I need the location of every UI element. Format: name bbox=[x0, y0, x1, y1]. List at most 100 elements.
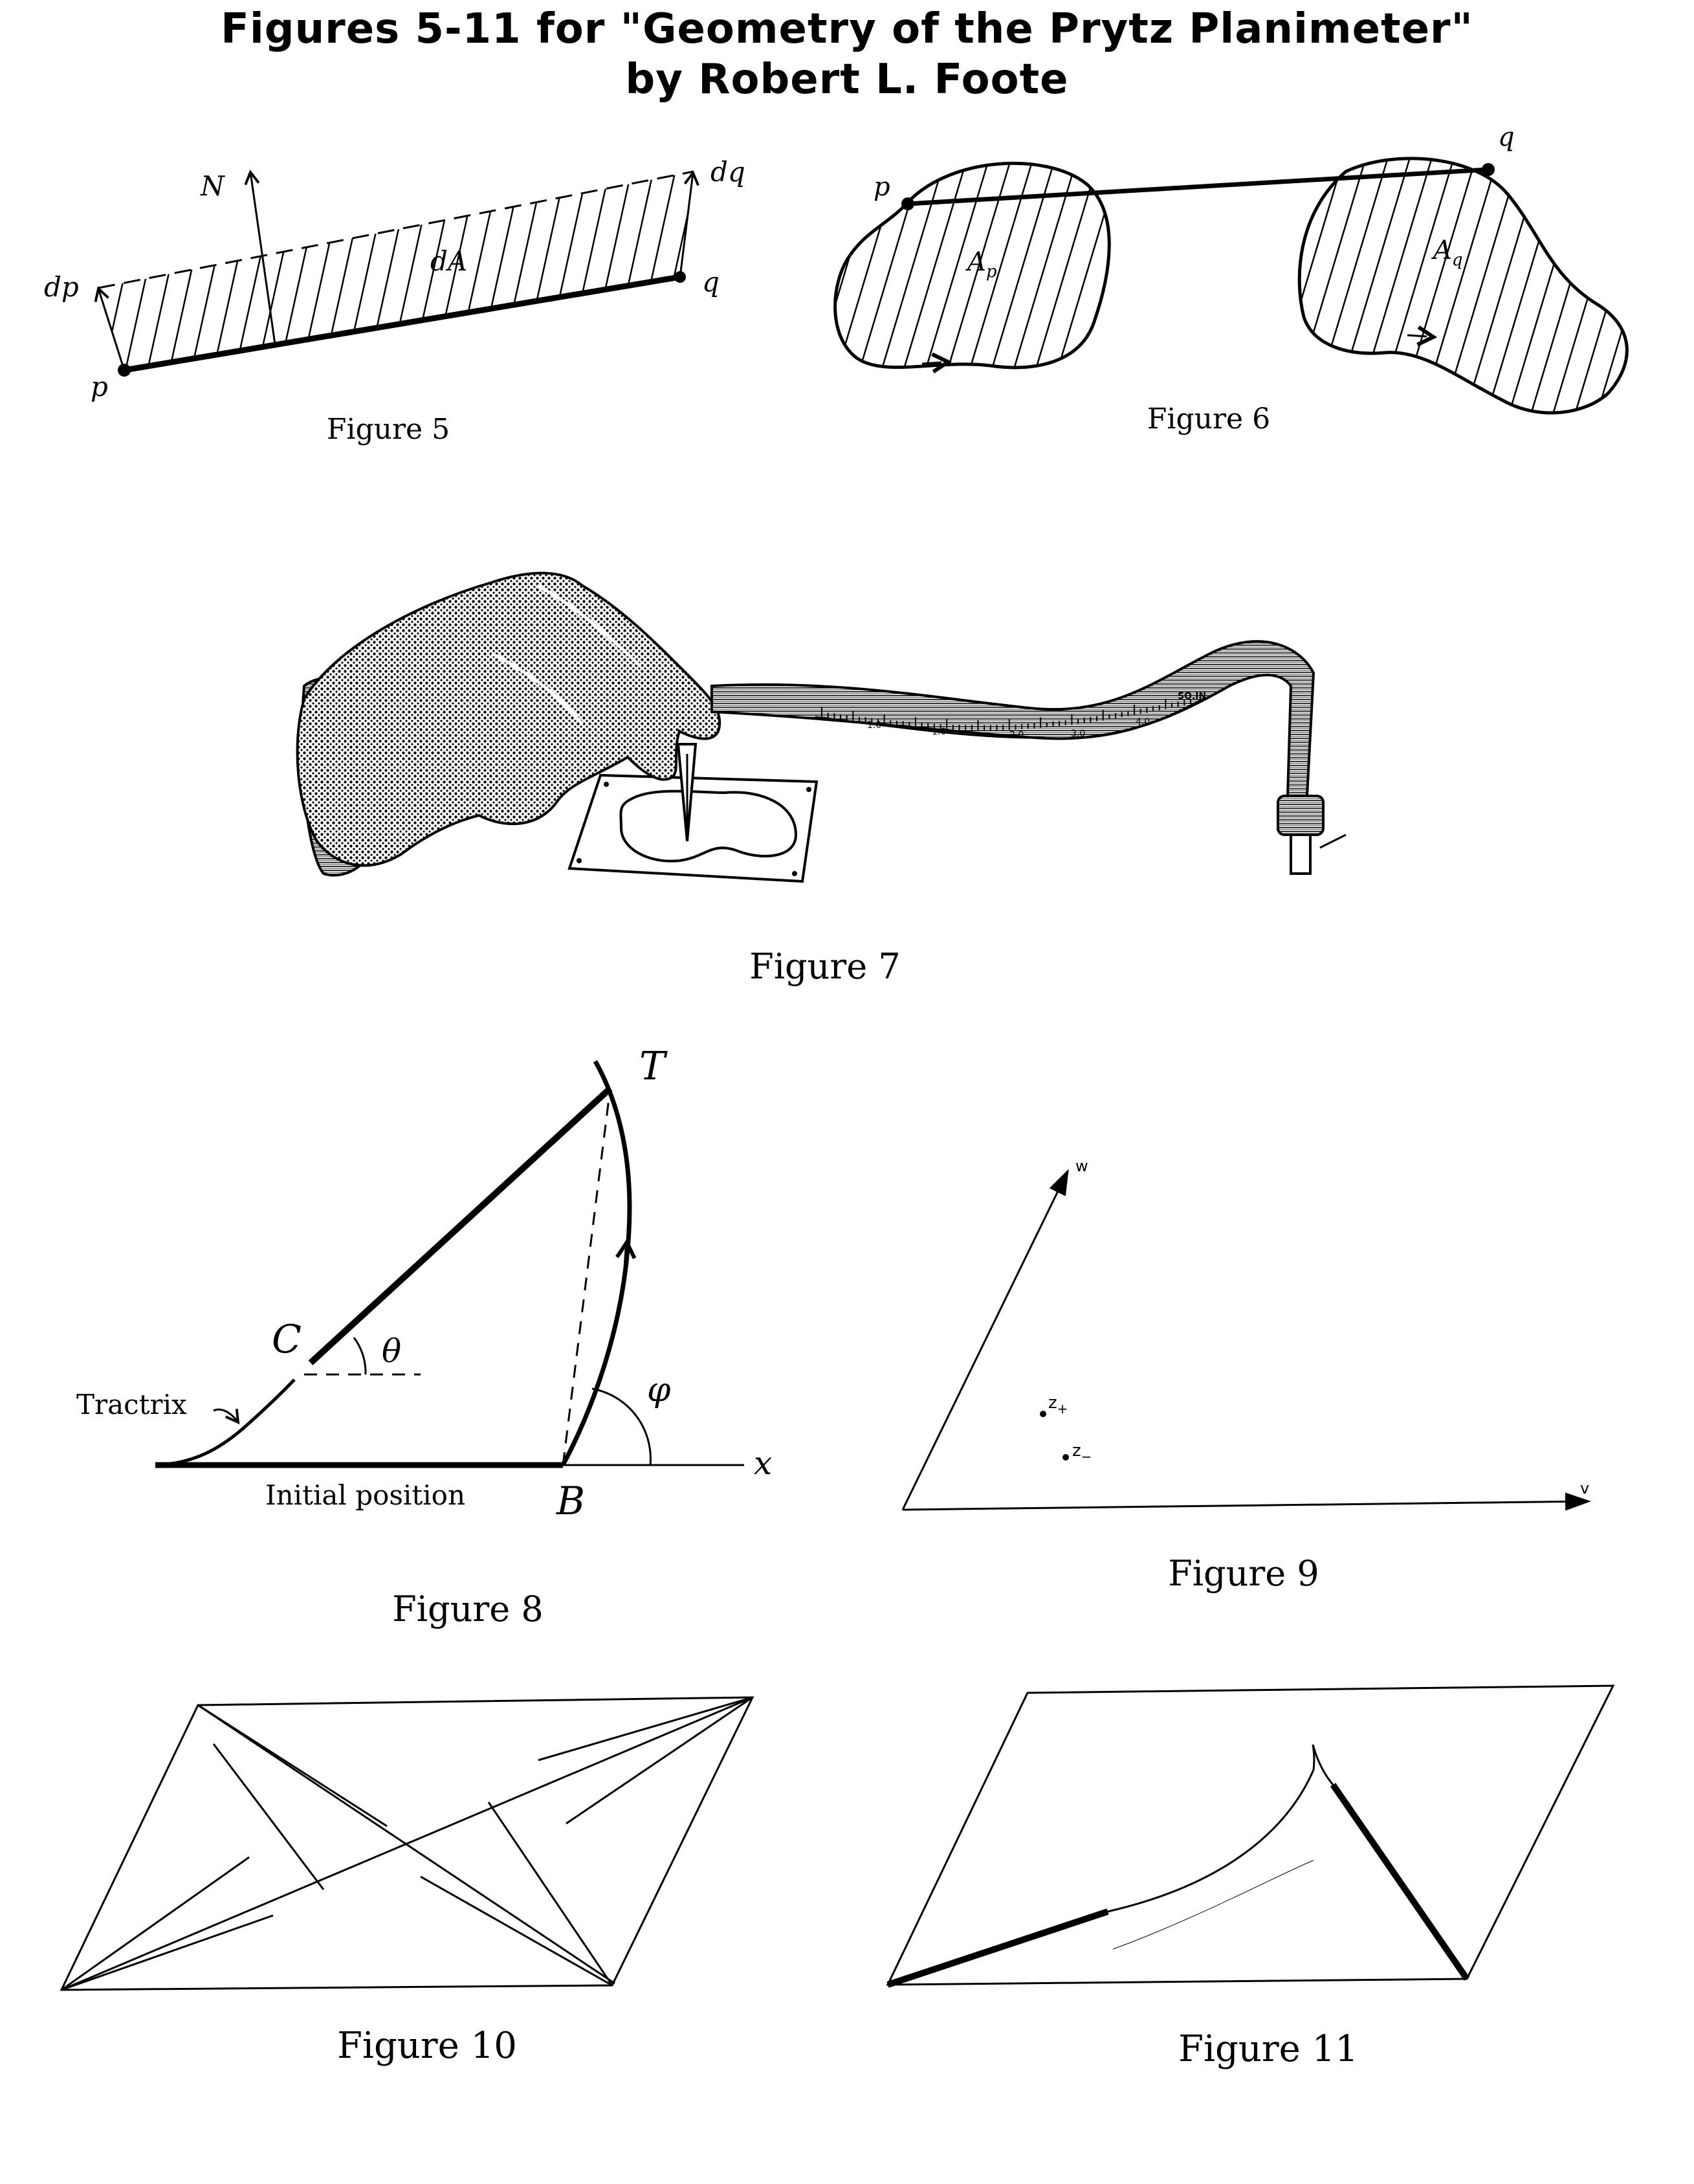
figure-6-hatch-line bbox=[1007, 163, 1083, 368]
figure-6-region-aq-boundary bbox=[1297, 157, 1629, 415]
figure-11-parallelogram bbox=[886, 1684, 1615, 1986]
figure-5-hatch-line bbox=[628, 171, 679, 370]
figure-6-hatch-line bbox=[1592, 158, 1627, 413]
figure-7-pin bbox=[577, 858, 582, 863]
figure-7-pin bbox=[806, 787, 811, 792]
figure-7-scale-mark: 2.0 bbox=[1009, 730, 1024, 740]
figure-6: p q Ap Aq Figure 6 bbox=[744, 122, 1694, 436]
figure-10-line bbox=[197, 1704, 388, 1827]
figure-6-label-q: q bbox=[1498, 122, 1515, 152]
figure-5-hatch-line bbox=[606, 171, 657, 370]
figure-6-hatch-line bbox=[1637, 142, 1694, 427]
figure-6-hatch-line bbox=[744, 142, 818, 388]
figure-7-scale-mark: 4.0 bbox=[1136, 717, 1150, 727]
figure-5-label-dA: dA bbox=[430, 245, 467, 277]
figure-7-blade bbox=[1290, 833, 1312, 875]
figure-5-hatch-line bbox=[364, 171, 415, 370]
page-title-line-2: by Robert L. Foote bbox=[625, 56, 1069, 104]
figure-6-hatch-line bbox=[1526, 158, 1614, 413]
figure-5-label-dq: dq bbox=[710, 156, 745, 188]
figure-6-hatch-line bbox=[919, 163, 995, 368]
figure-8-tractrix bbox=[155, 1378, 296, 1467]
figure-11-curve-cusp bbox=[1312, 1744, 1334, 1785]
figure-5-hatch-line bbox=[650, 171, 694, 370]
figure-6-hatch-line bbox=[1299, 158, 1372, 413]
figure-8-phi-arc bbox=[591, 1387, 652, 1466]
figure-9-w-axis bbox=[901, 1169, 1069, 1510]
figure-7-knuckle-highlight bbox=[490, 652, 584, 726]
figure-8-label-theta: θ bbox=[382, 1332, 401, 1370]
figure-7-blade-edge bbox=[1319, 833, 1347, 849]
figure-5-dashed-edge bbox=[98, 170, 694, 289]
figure-6-hatch-line bbox=[1073, 163, 1110, 368]
figure-10-line bbox=[487, 1802, 613, 1986]
figure-11-thick-segment-left bbox=[886, 1908, 1109, 1988]
figure-8-theta-arc bbox=[353, 1337, 367, 1375]
figure-6-hatch-line bbox=[1394, 158, 1482, 413]
figure-6-label-ap: Ap bbox=[965, 247, 997, 281]
figure-10-line bbox=[538, 1696, 753, 1761]
figure-10-line bbox=[420, 1875, 613, 1987]
figure-9-point-z-minus bbox=[1062, 1454, 1069, 1461]
figure-6-hatch-line bbox=[1504, 158, 1592, 413]
figure-5-hatch-line bbox=[386, 171, 437, 370]
figure-6-hatch-line bbox=[853, 163, 929, 368]
figure-6-hatch-line bbox=[1029, 163, 1105, 368]
figure-6-point-q bbox=[1482, 163, 1495, 176]
figure-8-label-C: C bbox=[272, 1317, 302, 1362]
figure-10-diagonal-line bbox=[61, 1696, 753, 1991]
figure-9-point-z-plus bbox=[1040, 1411, 1046, 1417]
figure-5-hatch-line bbox=[474, 171, 525, 370]
figure-5-hatching bbox=[98, 171, 694, 370]
figure-7-scale-mark: 1.0 bbox=[867, 720, 881, 731]
figure-5: N dq dA dp q p Figure 5 bbox=[44, 156, 745, 446]
figure-8-tractrix-pointer bbox=[213, 1408, 240, 1425]
figure-7-scale-rule bbox=[815, 698, 1204, 740]
figure-8-segment-ct bbox=[308, 1086, 613, 1365]
figure-6-hatch-line bbox=[1416, 158, 1504, 413]
figure-10-line bbox=[61, 1856, 250, 1991]
figure-11-caption: Figure 11 bbox=[1178, 2028, 1358, 2070]
figure-5-hatch-line bbox=[320, 171, 371, 370]
figure-6-orientation-arrow-q bbox=[1407, 325, 1438, 347]
figure-11-curve-left bbox=[1107, 1744, 1315, 1913]
figure-5-hatch-line bbox=[540, 171, 591, 370]
figure-6-caption: Figure 6 bbox=[1147, 403, 1270, 436]
figure-6-hatch-line bbox=[835, 163, 841, 368]
figure-5-label-p: p bbox=[91, 371, 108, 403]
figure-8-label-phi: φ bbox=[647, 1371, 671, 1409]
figure-10-line bbox=[212, 1743, 325, 1890]
figure-5-label-q: q bbox=[702, 266, 720, 298]
figure-6-hatch-line bbox=[1328, 158, 1416, 413]
figure-6-hatch-line bbox=[1548, 158, 1627, 413]
figure-6-orientation-arrow-p bbox=[921, 352, 952, 373]
figure-7-pin bbox=[792, 871, 797, 876]
figure-11 bbox=[886, 1684, 1615, 1988]
page-title-line-1: Figures 5-11 for "Geometry of the Prytz … bbox=[221, 5, 1473, 53]
figure-9-label-w: w bbox=[1075, 1157, 1088, 1175]
figure-9-label-z-minus: z− bbox=[1072, 1441, 1092, 1464]
figure-6-label-p: p bbox=[874, 172, 890, 202]
figure-11-curve-left-hidden bbox=[1112, 1860, 1314, 1950]
figure-5-label-dp: dp bbox=[44, 271, 79, 303]
figure-5-dq-arrow bbox=[679, 170, 699, 278]
figure-8-label-tractrix: Tractrix bbox=[76, 1389, 187, 1420]
figure-8-label-B: B bbox=[556, 1479, 585, 1524]
figure-7: 1.0 1.0 2.0 3.0 4.0 SQ.IN. Figure 7 bbox=[296, 571, 1347, 987]
figure-8-caption: Figure 8 bbox=[392, 1589, 543, 1629]
figure-6-hatch-line bbox=[1614, 158, 1627, 413]
figure-5-caption: Figure 5 bbox=[327, 413, 450, 446]
figure-5-hatch-line bbox=[584, 171, 635, 370]
figure-7-gloved-hand bbox=[296, 571, 721, 867]
figure-5-normal-arrow bbox=[244, 170, 276, 345]
figure-9-label-z-plus: z+ bbox=[1048, 1393, 1068, 1417]
figure-6-point-p bbox=[901, 197, 914, 210]
figure-8-dashed-bt bbox=[562, 1088, 611, 1466]
figure-5-point-q bbox=[674, 271, 686, 283]
figure-7-scale-mark: SQ.IN. bbox=[1178, 691, 1210, 701]
figure-6-hatch-line bbox=[1051, 163, 1110, 368]
figure-6-hatch-line bbox=[1438, 158, 1526, 413]
figure-6-hatch-line bbox=[1299, 158, 1350, 413]
